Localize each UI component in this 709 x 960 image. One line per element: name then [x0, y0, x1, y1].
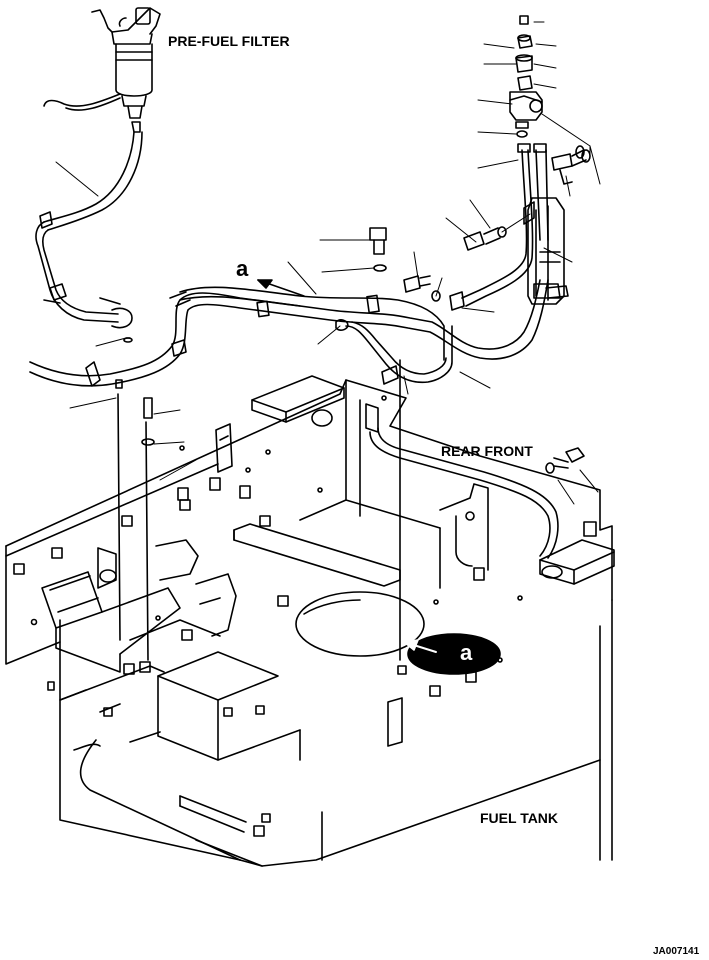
top-fastener-stack	[509, 15, 543, 138]
callout-leaders	[69, 21, 601, 505]
hose-clamp-center	[381, 291, 465, 385]
rear-bolt	[545, 447, 585, 474]
rear-front-label: REAR FRONT	[441, 443, 533, 459]
return-hoses	[461, 143, 549, 307]
view-a-label-lower: a	[460, 640, 473, 665]
drawing-code: JA007141	[653, 946, 700, 957]
view-a-label-upper: a	[236, 256, 249, 281]
frame-fittings	[13, 395, 523, 837]
revolving-frame	[5, 375, 615, 867]
fuel-tank-label: FUEL TANK	[480, 810, 559, 826]
vertical-mount-bolt	[115, 337, 401, 661]
solenoid-assembly	[523, 197, 569, 305]
filter-outlet-hose	[35, 121, 143, 329]
upper-fuel-hose	[179, 286, 453, 384]
main-fuel-hose	[29, 279, 549, 387]
view-arrow-lower-oval	[403, 633, 501, 675]
view-arrow-upper	[257, 279, 305, 297]
center-bolt	[369, 227, 387, 272]
pre-fuel-filter	[43, 7, 161, 119]
right-bolts	[403, 145, 591, 302]
pre-fuel-filter-label: PRE-FUEL FILTER	[168, 33, 290, 49]
rear-handrail-tube	[365, 403, 559, 559]
